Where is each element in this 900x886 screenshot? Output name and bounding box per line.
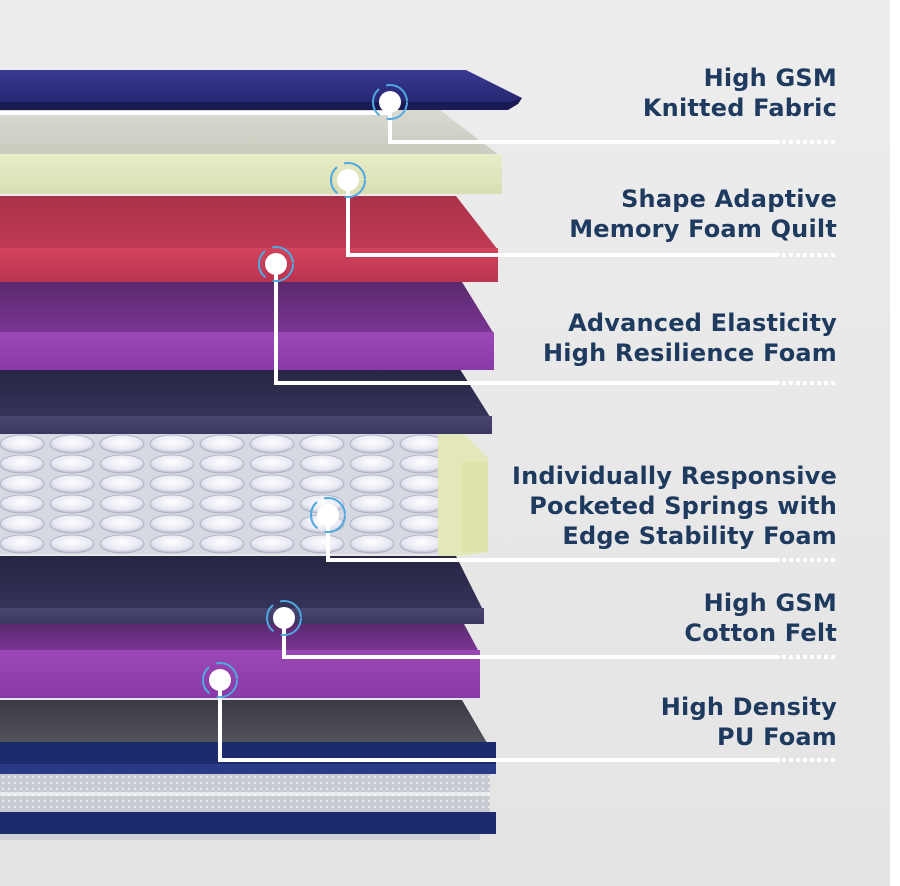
spring-coil xyxy=(99,494,145,514)
spring-coil xyxy=(349,474,395,494)
label-line: Knitted Fabric xyxy=(642,94,837,122)
callout-line-springs xyxy=(326,513,780,562)
spring-coil xyxy=(399,454,445,474)
label-knitted-fabric: High GSM Knitted Fabric xyxy=(643,63,837,123)
label-line: Pocketed Springs with xyxy=(529,492,837,520)
spring-coil xyxy=(349,514,395,534)
spring-coil xyxy=(199,514,245,534)
spring-coil xyxy=(99,454,145,474)
spring-coil xyxy=(0,494,45,514)
spring-coil xyxy=(149,494,195,514)
callout-line-resilience xyxy=(274,262,780,385)
spring-coil xyxy=(199,494,245,514)
callout-line-pu xyxy=(218,678,780,762)
spring-coil xyxy=(299,474,345,494)
callout-lines xyxy=(0,100,780,762)
label-resilience-foam: Advanced Elasticity High Resilience Foam xyxy=(543,308,837,368)
marker-springs xyxy=(310,497,346,533)
high-resilience-foam-layer xyxy=(0,282,494,370)
spring-coil xyxy=(249,474,295,494)
spring-coil xyxy=(299,434,345,454)
spring-coil xyxy=(349,454,395,474)
label-cotton-felt: High GSM Cotton Felt xyxy=(684,588,837,648)
spring-coil xyxy=(249,494,295,514)
spring-coil xyxy=(349,534,395,554)
label-pu-foam: High Density PU Foam xyxy=(661,692,837,752)
spring-coil xyxy=(149,434,195,454)
spring-coil xyxy=(299,534,345,554)
spring-coil xyxy=(399,534,445,554)
spring-coil xyxy=(149,474,195,494)
spring-coil xyxy=(0,514,45,534)
label-line: High GSM xyxy=(703,589,837,617)
spring-coil xyxy=(249,534,295,554)
callout-line-knitted xyxy=(0,100,780,144)
spring-coil xyxy=(199,434,245,454)
spring-coil xyxy=(399,514,445,534)
spring-coil xyxy=(349,494,395,514)
spring-coil xyxy=(49,514,95,534)
label-line: Individually Responsive xyxy=(511,462,837,490)
label-line: Memory Foam Quilt xyxy=(569,215,837,243)
spring-coil xyxy=(0,474,45,494)
label-line: Edge Stability Foam xyxy=(562,522,837,550)
marker-felt xyxy=(266,600,302,636)
spring-coil xyxy=(199,474,245,494)
label-line: High GSM xyxy=(703,64,837,92)
callout-dotted-ends xyxy=(782,140,838,762)
memory-foam-layer xyxy=(0,110,502,194)
label-line: Shape Adaptive xyxy=(621,185,837,213)
spring-coil xyxy=(349,434,395,454)
spring-coil xyxy=(399,474,445,494)
spring-coil xyxy=(299,454,345,474)
pu-foam-layer xyxy=(0,624,480,698)
felt-upper-layer xyxy=(0,366,492,434)
knitted-fabric-layer xyxy=(0,70,522,110)
spring-coil xyxy=(49,494,95,514)
marker-knitted xyxy=(372,84,408,120)
label-memory-foam: Shape Adaptive Memory Foam Quilt xyxy=(569,184,837,244)
spring-coil xyxy=(399,434,445,454)
spring-coil xyxy=(199,534,245,554)
spring-coil xyxy=(99,474,145,494)
red-foam-layer xyxy=(0,196,498,282)
spring-coil xyxy=(49,454,95,474)
marker-memory xyxy=(330,162,366,198)
spring-coil xyxy=(0,434,45,454)
spring-coil xyxy=(49,534,95,554)
spring-coil xyxy=(0,534,45,554)
spring-coil xyxy=(149,454,195,474)
spring-coil xyxy=(199,454,245,474)
spring-coil xyxy=(49,434,95,454)
spring-coil xyxy=(0,454,45,474)
label-line: Advanced Elasticity xyxy=(568,309,837,337)
marker-resilience xyxy=(258,246,294,282)
marker-pu xyxy=(202,662,238,698)
spring-coil xyxy=(249,514,295,534)
spring-coil xyxy=(99,514,145,534)
pocket-springs-layer xyxy=(0,432,488,556)
label-line: High Density xyxy=(660,693,837,721)
label-line: High Resilience Foam xyxy=(543,339,837,367)
spring-coil xyxy=(49,474,95,494)
callout-markers xyxy=(202,84,408,698)
cotton-felt-layer xyxy=(0,556,484,624)
callout-line-memory xyxy=(346,178,780,257)
label-line: PU Foam xyxy=(717,723,837,751)
spring-coil xyxy=(149,534,195,554)
spring-coil xyxy=(249,434,295,454)
label-line: Cotton Felt xyxy=(684,619,837,647)
spring-grid xyxy=(0,434,445,554)
spring-coil xyxy=(399,494,445,514)
spring-coil xyxy=(149,514,195,534)
spring-coil xyxy=(249,454,295,474)
callout-line-felt xyxy=(282,616,780,659)
spring-coil xyxy=(99,534,145,554)
spring-coil xyxy=(99,434,145,454)
label-pocket-springs: Individually Responsive Pocketed Springs… xyxy=(512,461,837,551)
base-panel xyxy=(0,700,496,840)
